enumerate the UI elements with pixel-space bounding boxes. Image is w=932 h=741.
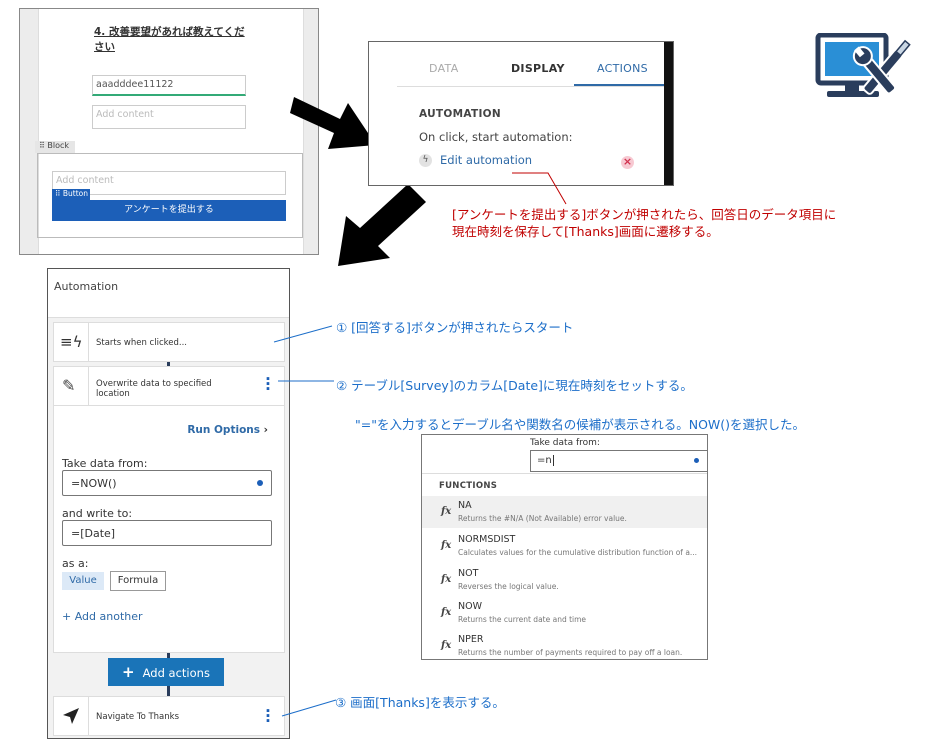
grip-icon: ⠿ (39, 141, 48, 150)
button-tag: ⠿ Button (52, 189, 90, 201)
trigger-label: Starts when clicked... (96, 338, 187, 348)
navigate-arrow-icon (62, 707, 80, 729)
step-connector (167, 362, 170, 366)
leader-line-1 (273, 325, 333, 343)
tab-data[interactable]: DATA (429, 62, 459, 75)
fx-icon: fx (441, 540, 452, 551)
add-content-field-2[interactable]: Add content (52, 171, 286, 195)
remove-automation-icon[interactable]: × (621, 155, 634, 169)
functions-dropdown: Take data from: =n FUNCTIONS fx NA Retur… (421, 434, 708, 660)
block-tag: ⠿ Block (35, 141, 75, 153)
automation-panel: Automation ≡ϟ Starts when clicked... ✎ O… (47, 268, 290, 739)
status-dot (257, 480, 263, 486)
formula-option[interactable]: Formula (110, 571, 166, 591)
navigate-step[interactable]: Navigate To Thanks ··· (53, 696, 285, 736)
note-step-2: ② テーブル[Survey]のカラム[Date]に現在時刻をセットする。 (336, 378, 693, 393)
function-option[interactable]: fx NORMSDIST Calculates values for the c… (441, 534, 698, 557)
fx-icon: fx (441, 574, 452, 585)
function-option[interactable]: fx NPER Returns the number of payments r… (441, 634, 683, 657)
automation-title: Automation (54, 280, 119, 293)
overwrite-label: Overwrite data to specified location (96, 379, 212, 399)
tab-actions[interactable]: ACTIONS (597, 62, 648, 75)
take-data-label: Take data from: (62, 457, 148, 470)
plus-icon: + (122, 663, 135, 681)
red-explanation-note: [アンケートを提出する]ボタンが押されたら、回答日のデータ項目に 現在時刻を保存… (452, 207, 837, 239)
chevron-right-icon: › (263, 424, 268, 436)
as-a-label: as a: (62, 557, 89, 570)
functions-heading: FUNCTIONS (439, 481, 498, 491)
fn-take-data-label: Take data from: (530, 438, 600, 448)
form-preview: 4. 改善要望があれば教えてください aaadddee11122 Add con… (19, 8, 319, 255)
note-equals-hint: "="を入力するとデーブル名や関数名の候補が表示される。NOW()を選択した。 (355, 417, 806, 432)
add-another-link[interactable]: + Add another (62, 610, 143, 623)
red-leader-line (512, 172, 567, 205)
take-data-input[interactable]: =NOW() (62, 470, 272, 496)
note-step-3: ③ 画面[Thanks]を表示する。 (335, 695, 505, 710)
tools-computer-icon (815, 33, 911, 97)
automation-header: Automation (48, 269, 289, 318)
function-option[interactable]: fx NOW Returns the current date and time (441, 601, 587, 624)
active-tab-indicator (574, 84, 664, 86)
arrow-right-icon (290, 97, 376, 149)
function-option[interactable]: fx NA Returns the #N/A (Not Available) e… (422, 496, 707, 528)
navigate-label: Navigate To Thanks (96, 712, 180, 722)
actions-panel: DATA DISPLAY ACTIONS AUTOMATION On click… (368, 41, 674, 186)
trigger-step[interactable]: ≡ϟ Starts when clicked... (53, 322, 285, 362)
arrow-down-left-icon (338, 184, 426, 266)
note-step-1: ① [回答する]ボタンが押されたらスタート (336, 320, 574, 335)
tab-display[interactable]: DISPLAY (511, 62, 565, 75)
leader-line-2 (278, 380, 334, 382)
on-click-text: On click, start automation: (419, 130, 573, 144)
grip-icon: ⠿ (55, 189, 63, 198)
bolt-icon: ϟ (419, 154, 432, 167)
add-actions-button[interactable]: +Add actions (108, 658, 224, 686)
add-content-field[interactable]: Add content (92, 105, 246, 129)
fn-formula-input[interactable]: =n (530, 450, 707, 472)
panel-edge (664, 42, 673, 185)
write-to-input[interactable]: =[Date] (62, 520, 272, 546)
answer-input[interactable]: aaadddee11122 (92, 75, 246, 96)
block-frame (37, 153, 303, 238)
fx-icon: fx (441, 506, 452, 517)
status-dot (694, 458, 699, 463)
question-title: 4. 改善要望があれば教えてください (94, 26, 245, 53)
pencil-icon: ✎ (62, 376, 76, 395)
write-to-label: and write to: (62, 507, 133, 520)
tabs-divider (397, 86, 664, 87)
automation-heading: AUTOMATION (419, 108, 501, 120)
fx-icon: fx (441, 607, 452, 618)
more-options-icon[interactable]: ··· (265, 370, 271, 398)
leader-line-3 (281, 699, 337, 717)
fx-icon: fx (441, 640, 452, 651)
more-options-icon[interactable]: ··· (265, 702, 271, 730)
run-options-link[interactable]: Run Options › (187, 424, 268, 436)
submit-survey-button[interactable]: アンケートを提出する (52, 200, 286, 221)
value-option[interactable]: Value (62, 572, 104, 590)
overwrite-data-step[interactable]: ✎ Overwrite data to specified location ·… (53, 366, 285, 653)
lightning-icon: ≡ϟ (60, 333, 83, 351)
function-option[interactable]: fx NOT Reverses the logical value. (441, 568, 559, 591)
